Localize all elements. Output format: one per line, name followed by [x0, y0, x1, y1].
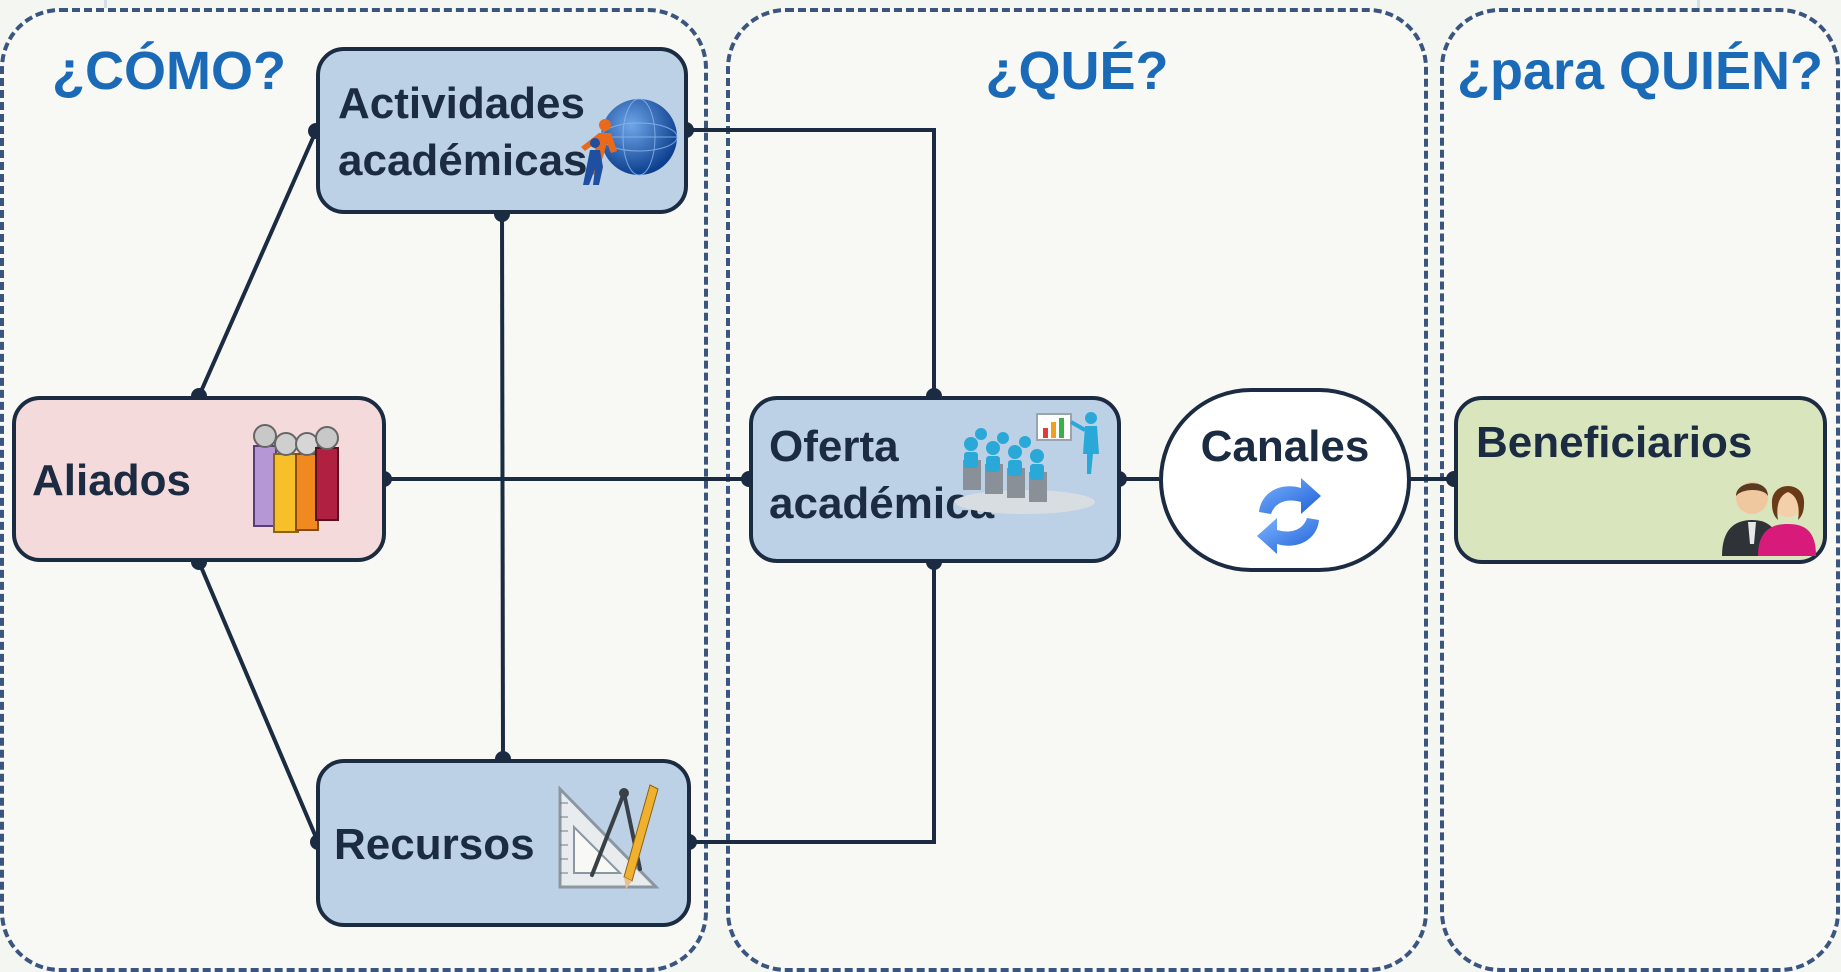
edge-recursos-oferta — [689, 562, 936, 844]
edge-aliados-recursos — [197, 561, 320, 843]
node-actividades-academicas: Actividades académicas — [316, 47, 688, 214]
classroom-presentation-icon — [955, 412, 1099, 514]
node-label-recursos: Recursos — [334, 820, 535, 869]
node-label-aliados: Aliados — [32, 456, 191, 505]
man-woman-icon — [1722, 482, 1816, 556]
region-title-que: ¿QUÉ? — [985, 41, 1169, 101]
node-recursos: Recursos — [316, 759, 691, 927]
node-label-actividades: Actividades académicas — [338, 79, 588, 185]
people-group-icon — [253, 424, 339, 533]
node-label-canales: Canales — [1200, 422, 1370, 471]
edge-actividades-recursos — [500, 213, 505, 760]
node-aliados: Aliados — [12, 396, 386, 562]
edge-actividades-oferta — [686, 128, 936, 396]
node-label-beneficiarios: Beneficiarios — [1476, 418, 1753, 467]
refresh-arrows-icon — [1257, 478, 1321, 554]
node-oferta-academica: Oferta académica — [749, 396, 1121, 563]
node-canales: Canales — [1159, 388, 1411, 572]
globe-people-icon — [581, 98, 678, 185]
region-title-quien: ¿para QUIÉN? — [1456, 41, 1824, 101]
region-title-como: ¿CÓMO? — [52, 41, 286, 101]
edge-aliados-actividades — [197, 130, 318, 397]
drafting-tools-icon — [558, 784, 660, 889]
node-beneficiarios: Beneficiarios — [1454, 396, 1827, 564]
